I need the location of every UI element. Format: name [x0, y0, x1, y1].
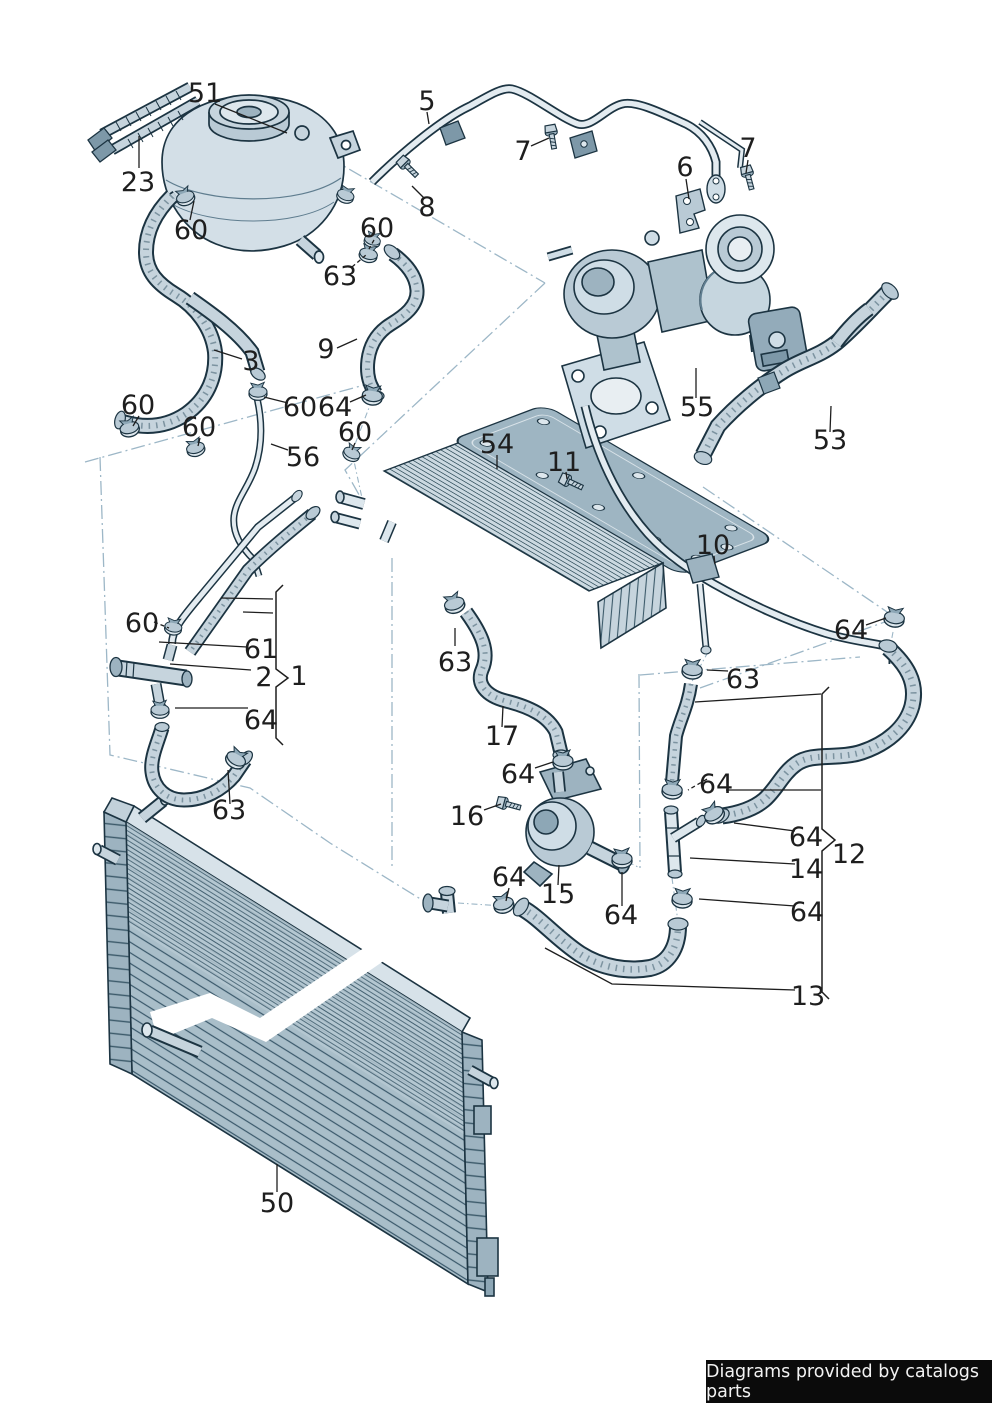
radiator	[92, 792, 499, 1297]
clamp-64-elbow	[490, 890, 517, 917]
bracket-group-12	[821, 686, 837, 1000]
radiator-bracket-upper	[473, 1105, 492, 1135]
hose-17	[459, 607, 570, 761]
bolt-8	[394, 153, 422, 181]
radiator-pin	[484, 1277, 495, 1297]
hose-13	[512, 897, 689, 979]
coolant-pipe-5	[368, 84, 746, 204]
bracket-6	[675, 188, 706, 234]
pipe-flange	[706, 174, 726, 204]
hose-u-bend	[144, 721, 254, 808]
retaining-strap	[87, 82, 201, 163]
pipe-10	[580, 404, 898, 664]
pipe-bracket	[569, 130, 598, 159]
t-connector	[109, 643, 193, 712]
t-piece-14	[663, 805, 707, 879]
radiator-port-lower-left	[141, 1022, 203, 1058]
tank-bracket-tab	[328, 129, 362, 160]
elbow-fitting	[422, 885, 456, 914]
clamp-64-right	[882, 604, 907, 630]
group-brackets	[275, 584, 837, 1000]
construction-lines	[84, 132, 897, 1028]
clamp-63-hose17	[440, 589, 468, 617]
clamp-60-left	[183, 435, 207, 460]
bracket-group-1	[275, 584, 290, 746]
clamp-64-hose13	[670, 886, 694, 910]
hose-vertical-right	[665, 682, 698, 783]
water-pump	[522, 758, 631, 888]
tank-cap	[208, 94, 310, 142]
clamp-64-pump-inlet	[552, 749, 574, 771]
pipe-61	[168, 489, 303, 645]
expansion-tank	[156, 94, 362, 264]
clamp-64-column	[660, 777, 684, 801]
clamp-63-pipe10	[680, 657, 704, 681]
hose-9	[360, 244, 425, 402]
bolt-7b	[739, 164, 759, 192]
hose-2	[184, 505, 321, 656]
footer-text: Diagrams provided by catalogs parts	[706, 1361, 979, 1402]
clamp-60-tconn	[163, 616, 184, 637]
footer-banner: Diagrams provided by catalogs parts	[706, 1360, 992, 1403]
radiator-bracket-lower	[476, 1237, 499, 1277]
pipe-10-bracket	[685, 553, 720, 584]
clamp-64-pump-outlet	[611, 847, 633, 869]
pipe-clip	[439, 120, 466, 146]
hose-3	[114, 190, 266, 434]
hose-53	[693, 282, 899, 466]
bolt-7a	[543, 123, 561, 151]
clamp-60-cooler	[340, 440, 364, 465]
wastegate-actuator	[747, 306, 809, 372]
radiator-port-left	[92, 842, 121, 866]
heat-exchanger-ports	[330, 490, 397, 543]
clamp-64-tconn	[150, 699, 170, 719]
leader-lines	[132, 103, 887, 1192]
radiator-port-right	[467, 1065, 499, 1090]
